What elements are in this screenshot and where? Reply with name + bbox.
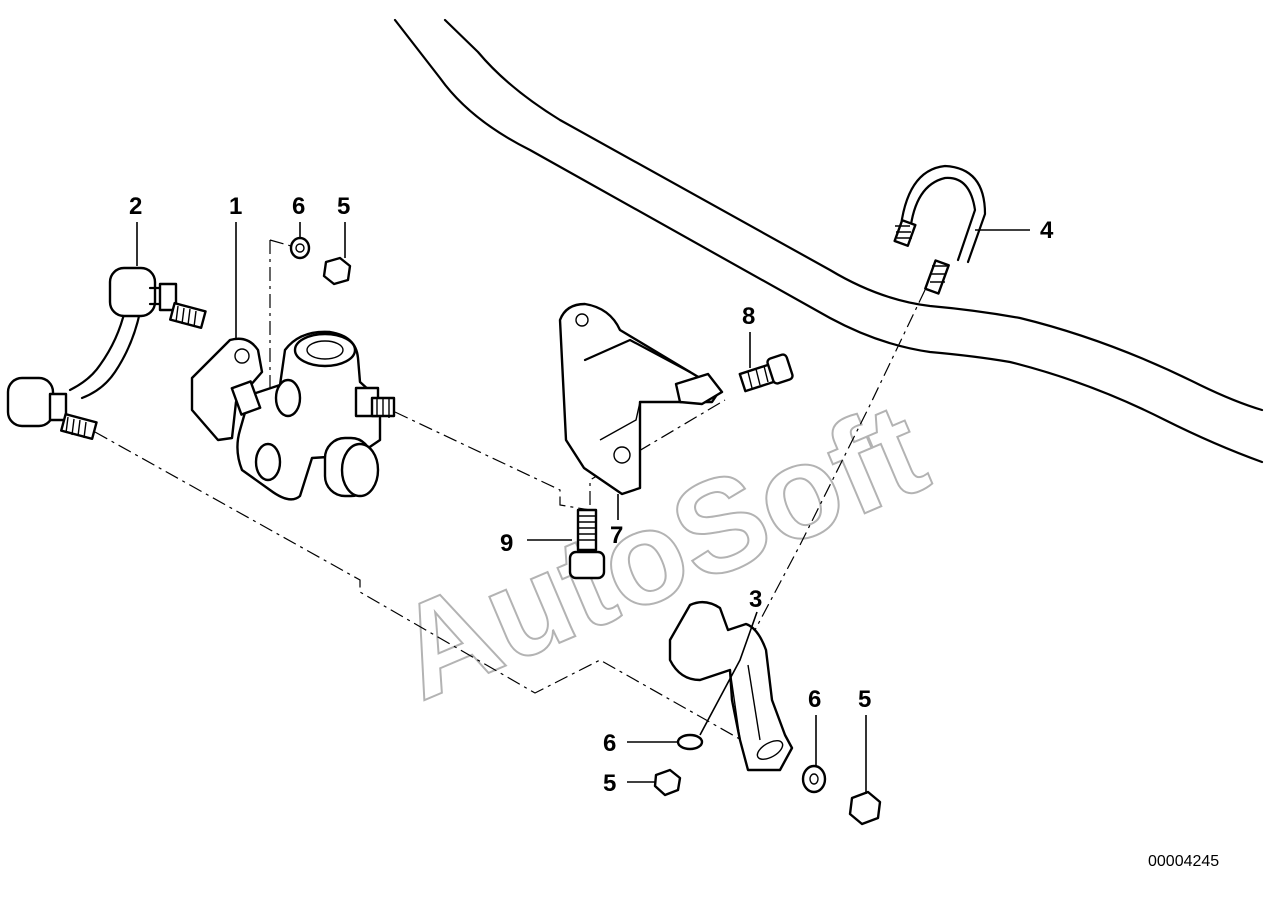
callout-8: 8 — [742, 303, 755, 330]
callout-labels: 2 1 6 5 4 8 7 9 3 6 5 6 5 — [129, 193, 1054, 797]
callout-4: 4 — [1040, 217, 1054, 244]
callout-3: 3 — [749, 586, 762, 613]
part-bolt-9 — [568, 508, 606, 580]
callout-6-top: 6 — [292, 193, 305, 220]
part-mounting-bracket — [558, 302, 724, 496]
part-u-bolt — [893, 164, 987, 295]
callout-2: 2 — [129, 193, 142, 220]
callout-6-left: 6 — [603, 730, 616, 757]
stabilizer-bar — [393, 18, 1264, 464]
callout-5-top: 5 — [337, 193, 350, 220]
reference-number: 00004245 — [1148, 853, 1219, 870]
hardware-washers-nuts — [289, 236, 882, 826]
assembly-lines — [94, 239, 926, 743]
part-lower-bracket — [668, 600, 794, 772]
part-linkage-rod — [6, 266, 207, 441]
part-bolt-8 — [738, 353, 794, 393]
callout-5-right: 5 — [858, 686, 871, 713]
leader-lines — [136, 222, 1030, 794]
callout-7: 7 — [610, 522, 623, 549]
watermark: AutoSoft — [375, 374, 945, 727]
callout-1: 1 — [229, 193, 242, 220]
callout-9: 9 — [500, 530, 513, 557]
part-level-sensor — [190, 330, 396, 501]
callout-5-left: 5 — [603, 770, 616, 797]
callout-6-right: 6 — [808, 686, 821, 713]
